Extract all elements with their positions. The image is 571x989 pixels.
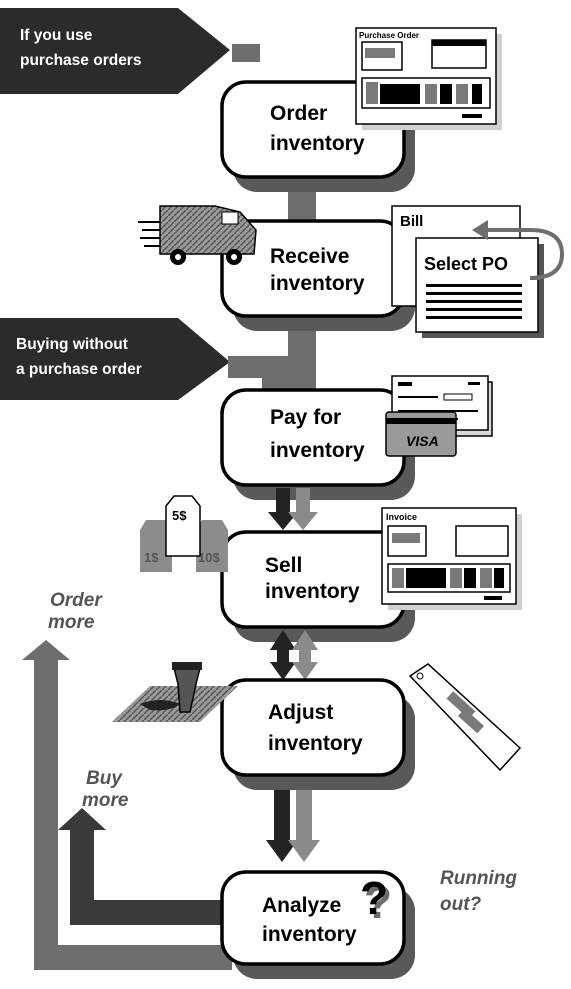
flow-arrow-sell-adjust [270,630,318,680]
select-po-label: Select PO [424,254,508,274]
step-pay-inventory: Pay for inventory [220,388,415,500]
banner-without-po-line2: a purchase order [16,361,142,378]
step-receive-label-2: inventory [270,272,365,295]
flow-arrow-adjust-to-analyze [266,790,320,862]
svg-text:?: ? [360,872,388,924]
step-receive-label-1: Receive [270,245,349,268]
price-tag-5: 5$ [172,508,187,523]
banner-without-po-line1: Buying without [16,336,128,353]
running-out-line2: out? [440,894,482,915]
loop-back-arrow-icon [472,220,565,280]
buy-more-label: Buy more [82,768,129,811]
flow-arrow-pay-to-sell [268,488,318,530]
banner-without-po: Buying without a purchase order [0,318,290,400]
bill-title: Bill [400,213,423,230]
broken-vase-icon [112,662,238,722]
buy-more-loop-arrow [58,808,232,925]
step-analyze-label-2: inventory [262,923,357,946]
purchase-order-title: Purchase Order [359,31,419,40]
step-order-label-1: Order [270,102,327,125]
price-tag-10: 10$ [198,550,220,565]
price-tags-icon: 1$ 10$ 5$ [140,495,228,572]
inventory-tag-icon [408,663,522,772]
order-more-line1: Order [50,590,103,611]
check-and-credit-card-icon: VISA [385,375,493,457]
delivery-truck-icon [138,205,257,265]
purchase-order-document-icon: Purchase Order [355,27,502,130]
order-more-line2: more [48,612,95,633]
price-tag-1: 1$ [144,550,159,565]
select-po-document-icon: Select PO [415,237,544,338]
banner-purchase-orders: If you use purchase orders [0,8,260,94]
buy-more-line1: Buy [86,768,123,789]
svg-text:?: ? [364,876,392,928]
step-adjust-label-2: inventory [268,732,363,755]
invoice-document-icon: Invoice [381,507,522,610]
step-pay-label-1: Pay for [270,406,341,429]
step-pay-label-2: inventory [270,439,365,462]
banner-purchase-orders-line2: purchase orders [20,52,141,69]
visa-label: VISA [406,433,439,449]
banner-purchase-orders-line1: If you use [20,27,93,44]
question-mark-icon: ? ? [360,872,392,928]
step-order-label-2: inventory [270,132,365,155]
step-analyze-label-1: Analyze [262,894,341,917]
step-receive-inventory: Receive inventory [220,219,415,331]
running-out-label: Running out? [440,868,517,915]
invoice-title: Invoice [386,512,417,522]
step-sell-label-2: inventory [265,580,360,603]
step-analyze-inventory: Analyze inventory [220,870,415,979]
order-more-loop-arrow [22,640,232,970]
order-more-label: Order more [48,590,103,633]
step-adjust-label-1: Adjust [268,701,333,724]
running-out-line1: Running [440,868,517,889]
step-adjust-inventory: Adjust inventory [220,678,415,790]
buy-more-line2: more [82,790,129,811]
step-sell-label-1: Sell [265,554,302,577]
step-sell-inventory: Sell inventory [220,530,415,642]
